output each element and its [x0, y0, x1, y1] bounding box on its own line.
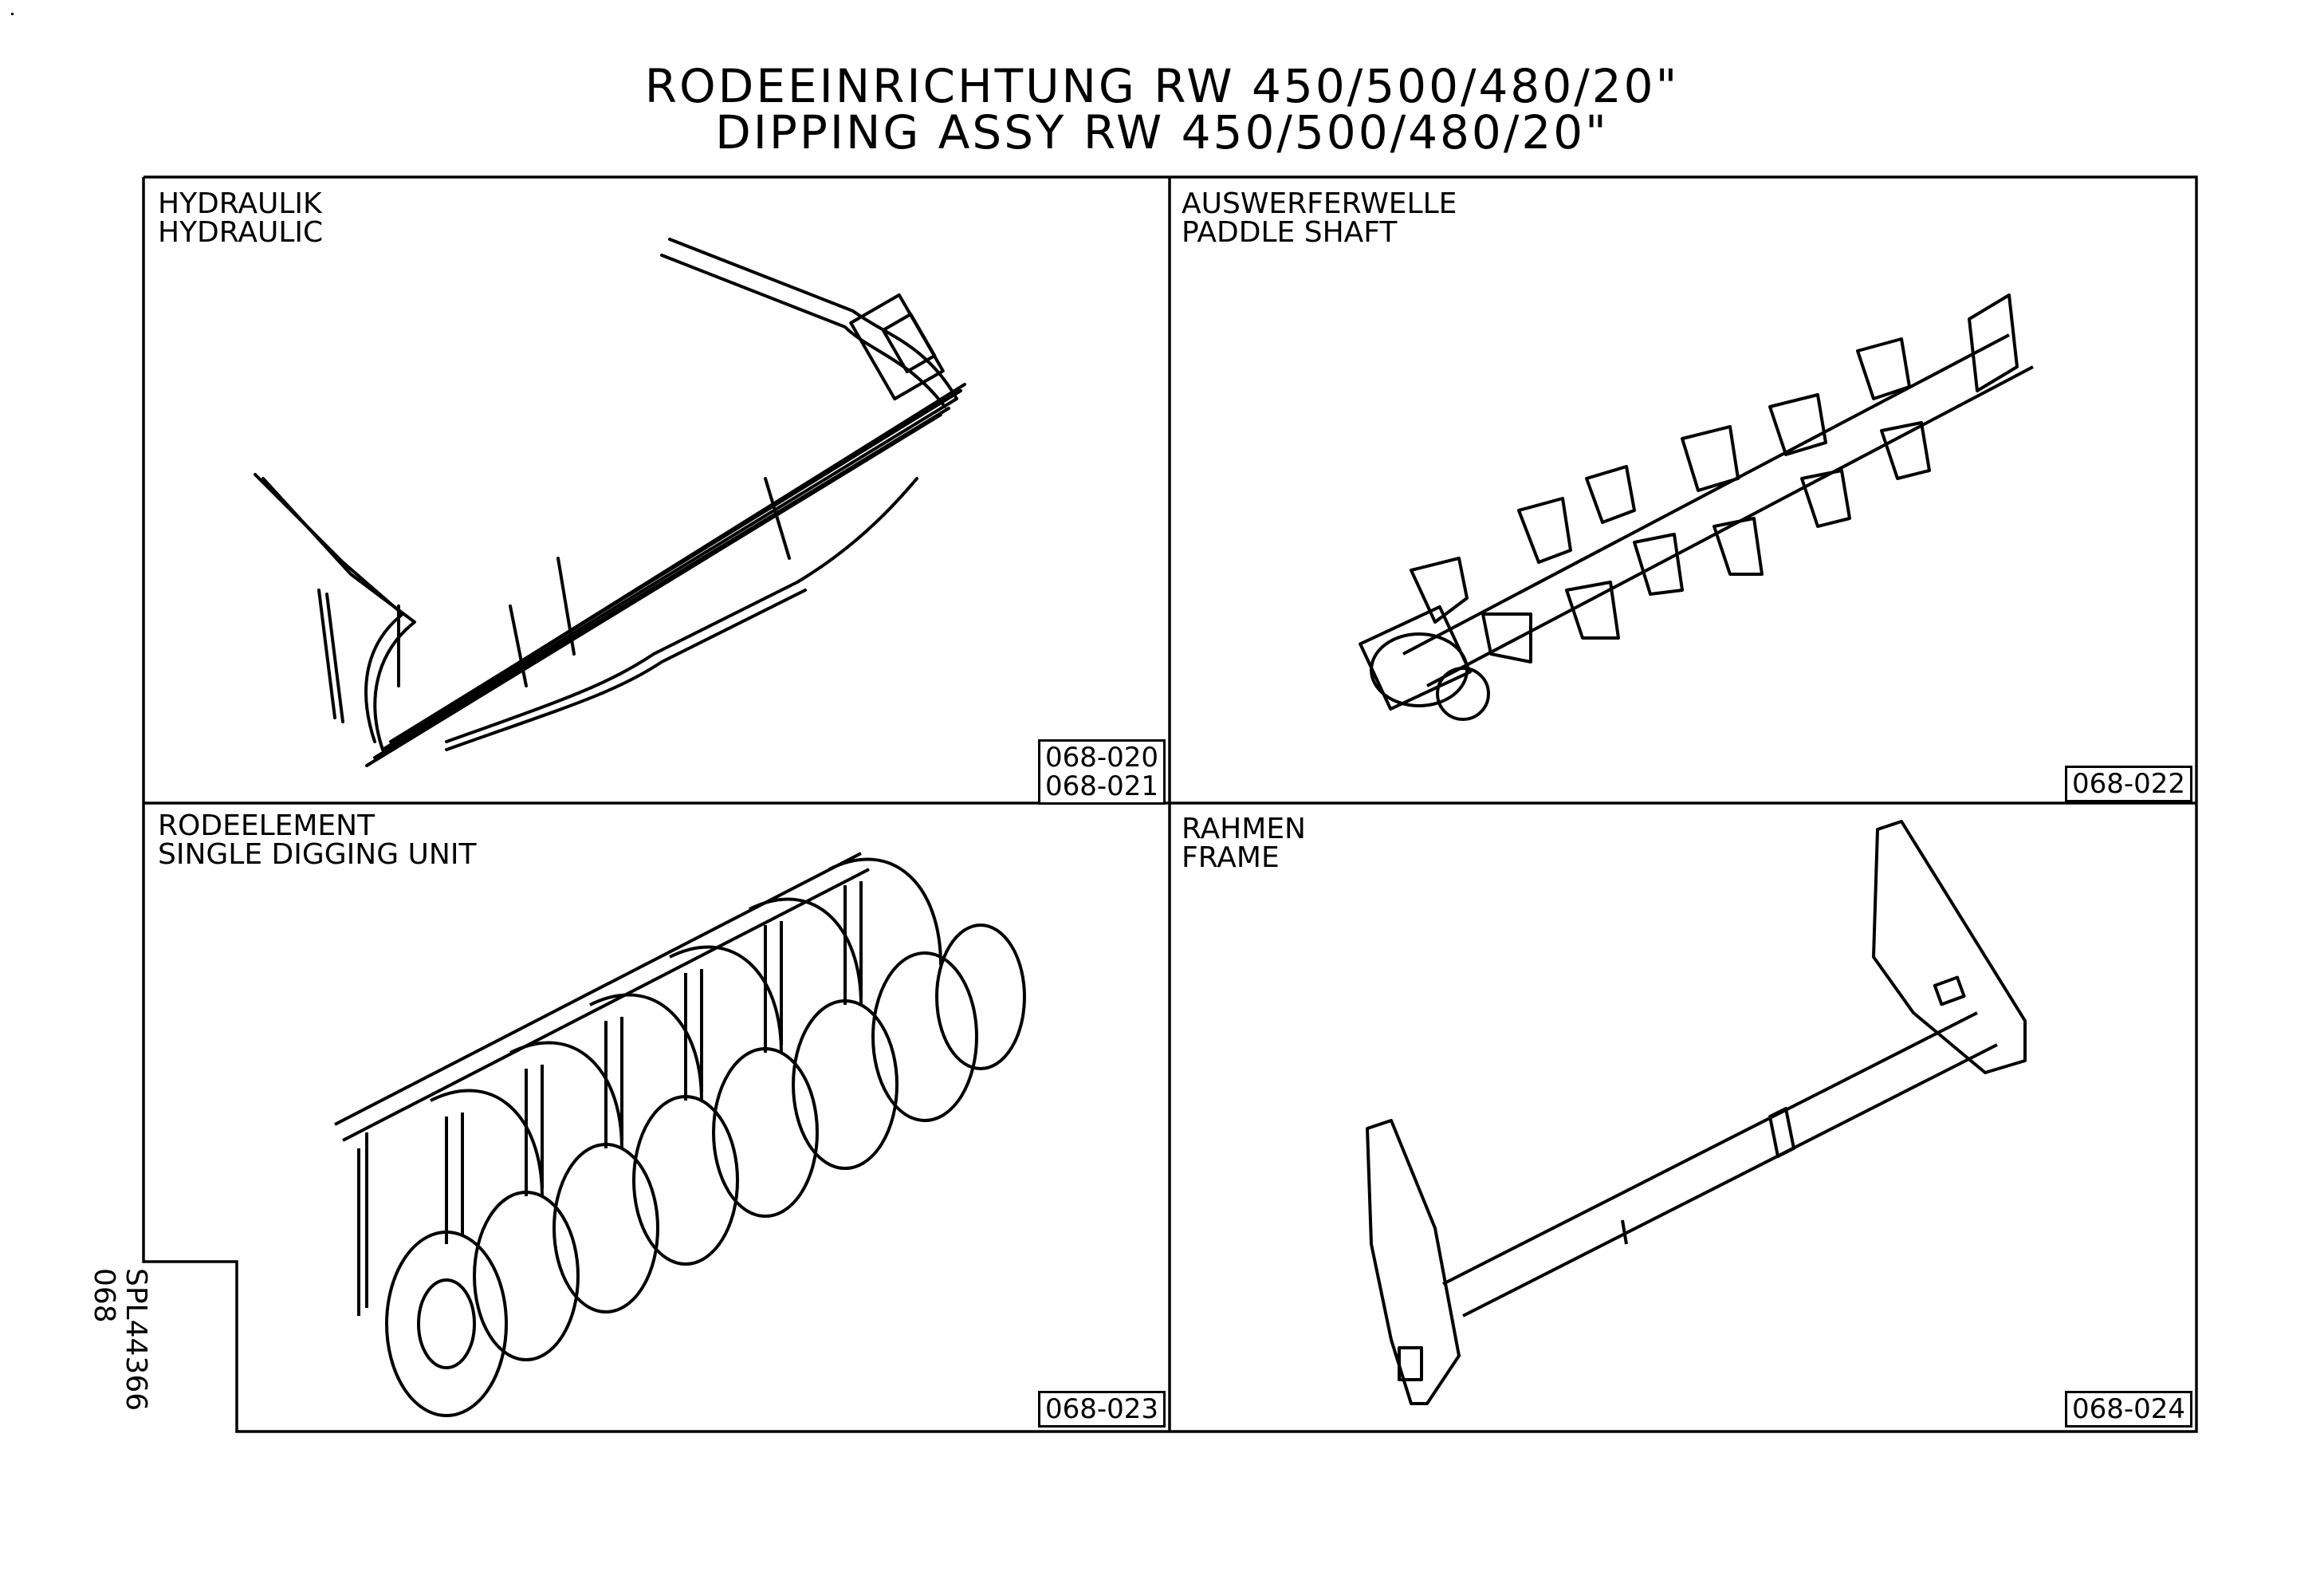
stray-dot [11, 13, 14, 15]
ref-box-hydraulic[interactable]: 068-020 068-021 [1038, 739, 1166, 805]
ref-number: 068-020 [1044, 742, 1159, 774]
panel-digging-unit-label-de: RODEELEMENT [158, 809, 376, 842]
panel-hydraulic-label-en: HYDRAULIC [158, 216, 324, 249]
panel-hydraulic-label-de: HYDRAULIK [158, 187, 322, 220]
digging-unit-drawing [334, 852, 1026, 1417]
ref-box-paddle-shaft[interactable]: 068-022 [2065, 766, 2192, 802]
hydraulic-hoses-drawing [254, 238, 966, 767]
title-german: RODEEINRICHTUNG RW 450/500/480/20" [644, 59, 1680, 113]
ref-number: 068-021 [1044, 770, 1159, 802]
title-english: DIPPING ASSY RW 450/500/480/20" [715, 105, 1609, 160]
ref-number: 068-022 [2071, 768, 2186, 800]
ref-number: 068-023 [1044, 1393, 1159, 1425]
side-code: SPL44366 068 [88, 1268, 152, 1412]
panel-frame-label-en: FRAME [1182, 841, 1280, 874]
panel-frame-label-de: RAHMEN [1182, 813, 1306, 845]
ref-box-frame[interactable]: 068-024 [2065, 1391, 2192, 1428]
ref-number: 068-024 [2071, 1393, 2186, 1425]
side-code-line1: SPL44366 [120, 1268, 152, 1412]
ref-box-digging-unit[interactable]: 068-023 [1038, 1391, 1166, 1428]
paddle-shaft-drawing [1359, 293, 2034, 721]
panel-paddle-shaft-label-de: AUSWERFERWELLE [1182, 187, 1457, 220]
frame-drawing [1366, 820, 2027, 1405]
panel-digging-unit-label-en: SINGLE DIGGING UNIT [158, 838, 477, 871]
outer-frame [142, 175, 2198, 1433]
panel-paddle-shaft-label-en: PADDLE SHAFT [1182, 216, 1398, 249]
side-code-line2: 068 [88, 1268, 120, 1323]
